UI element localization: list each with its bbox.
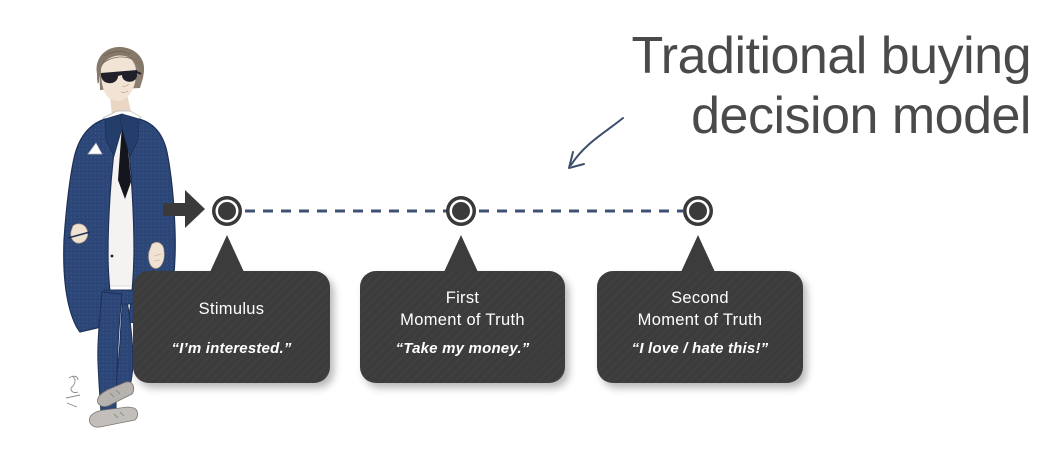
- artist-signature: [65, 375, 81, 408]
- bubble-tail: [444, 235, 478, 272]
- slide-title: Traditional buying decision model: [631, 26, 1031, 146]
- timeline-dot-first-moment: [446, 196, 476, 226]
- stage-name: Second Moment of Truth: [637, 289, 763, 329]
- sunglasses-icon: [101, 70, 142, 84]
- bubble-tail: [210, 235, 244, 272]
- man-head: [96, 46, 145, 116]
- stage-bubble-first-moment-of-truth: First Moment of Truth “Take my money.”: [360, 235, 565, 383]
- pocket-square: [87, 142, 103, 155]
- bubble-tail: [681, 235, 715, 272]
- timeline-dot-second-moment: [683, 196, 713, 226]
- tie: [118, 116, 131, 199]
- stage-quote: “I’m interested.”: [171, 340, 292, 357]
- curved-arrow-icon: [568, 117, 624, 169]
- stage-bubble-second-moment-of-truth: Second Moment of Truth “I love / hate th…: [597, 235, 803, 383]
- stage-bubble-stimulus: Stimulus “I’m interested.”: [133, 235, 330, 383]
- title-line-2: decision model: [691, 87, 1031, 145]
- stage-quote: “Take my money.”: [395, 340, 530, 357]
- timeline-dot-stimulus: [212, 196, 242, 226]
- title-line-1: Traditional buying: [631, 27, 1031, 85]
- stage-name: Stimulus: [198, 300, 265, 318]
- stage-name: First Moment of Truth: [400, 289, 525, 329]
- man-shoes: [89, 381, 138, 428]
- stage-quote: “I love / hate this!”: [631, 340, 769, 357]
